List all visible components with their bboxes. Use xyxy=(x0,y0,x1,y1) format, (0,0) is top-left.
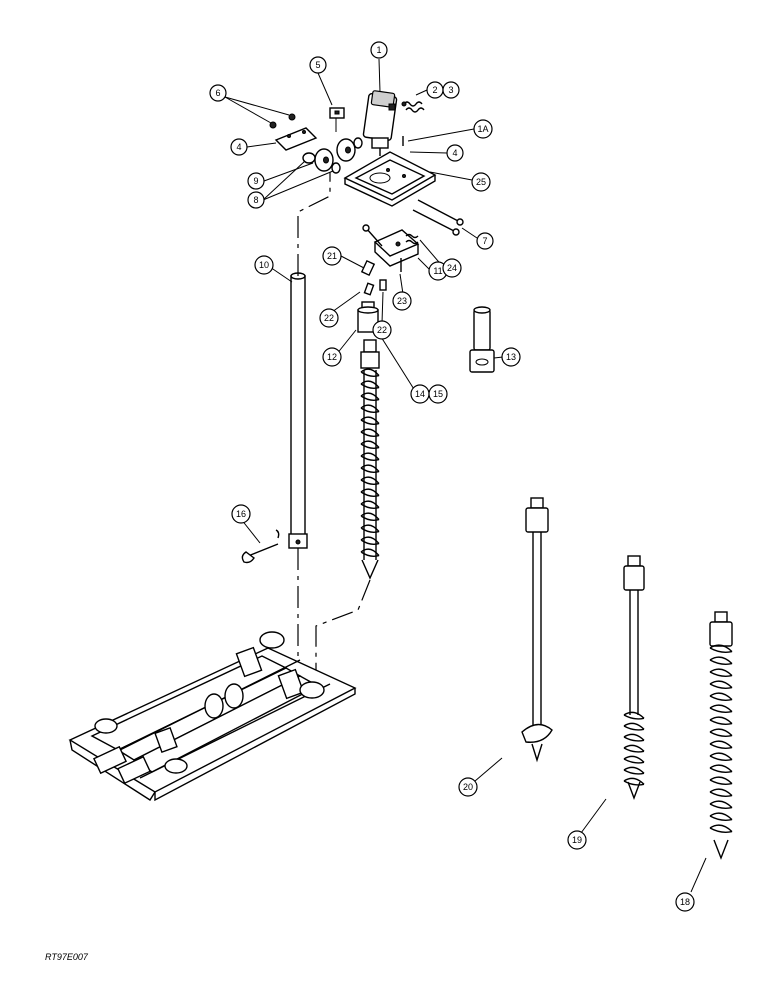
callout-8: 8 xyxy=(247,191,265,209)
callout-label: 4 xyxy=(236,142,241,152)
callout-22-right: 22 xyxy=(372,320,392,340)
auger-18 xyxy=(709,611,733,860)
callout-label: 13 xyxy=(506,352,516,362)
idler-assembly xyxy=(269,107,363,174)
callout-label: 10 xyxy=(259,260,269,270)
callout-15: 15 xyxy=(428,384,448,404)
callout-label: 5 xyxy=(315,60,320,70)
callout-label: 2 xyxy=(432,85,437,95)
callout-label: 23 xyxy=(397,296,407,306)
callout-label: 19 xyxy=(572,835,582,845)
leader-lines xyxy=(224,58,707,893)
callout-label: 22 xyxy=(324,313,334,323)
callout-label: 20 xyxy=(463,782,473,792)
callout-label: 4 xyxy=(452,148,457,158)
callout-label: 1A xyxy=(477,124,488,134)
callout-label: 15 xyxy=(433,389,443,399)
callout-12: 12 xyxy=(322,347,342,367)
callout-label: 11 xyxy=(433,266,442,276)
auger-19 xyxy=(623,555,645,800)
callout-19: 19 xyxy=(567,830,587,850)
callout-label: 3 xyxy=(448,85,453,95)
hydraulic-motor xyxy=(362,90,398,156)
coupling xyxy=(357,301,379,333)
callout-23: 23 xyxy=(392,291,412,311)
callout-1: 1 xyxy=(370,41,388,59)
callout-label: 24 xyxy=(447,263,457,273)
callout-label: 21 xyxy=(327,251,337,261)
callout-16: 16 xyxy=(231,504,251,524)
callout-13: 13 xyxy=(501,347,521,367)
callout-label: 9 xyxy=(253,176,258,186)
figure-reference: RT97E007 xyxy=(45,952,89,962)
assembly-lines xyxy=(297,172,371,672)
fitting-parts xyxy=(401,101,425,113)
lock-pin xyxy=(241,529,280,564)
bolts xyxy=(412,199,464,236)
base-frame xyxy=(68,631,357,802)
callout-24: 24 xyxy=(442,258,462,278)
callout-label: 25 xyxy=(476,177,486,187)
callout-14: 14 xyxy=(410,384,430,404)
callout-label: 7 xyxy=(482,236,487,246)
callout-label: 22 xyxy=(377,325,387,335)
control-valve xyxy=(362,224,420,272)
callout-4-left: 4 xyxy=(230,138,248,156)
callout-7: 7 xyxy=(476,232,494,250)
mast-tube xyxy=(288,272,308,549)
callout-3: 3 xyxy=(442,81,460,99)
callout-label: 14 xyxy=(415,389,425,399)
mounting-plate xyxy=(343,151,437,207)
callout-1a: 1A xyxy=(473,119,493,139)
callout-9: 9 xyxy=(247,172,265,190)
callout-25: 25 xyxy=(471,172,491,192)
valve-fittings xyxy=(360,259,387,296)
callout-22-left: 22 xyxy=(319,308,339,328)
callout-label: 1 xyxy=(376,45,381,55)
callout-21: 21 xyxy=(322,246,342,266)
callout-label: 18 xyxy=(680,897,690,907)
callout-18: 18 xyxy=(675,892,695,912)
callout-2: 2 xyxy=(426,81,444,99)
callout-6: 6 xyxy=(209,84,227,102)
callout-label: 12 xyxy=(327,352,337,362)
auger-screw-14 xyxy=(360,339,380,580)
callout-4-right: 4 xyxy=(446,144,464,162)
auger-20 xyxy=(521,497,553,763)
callout-label: 8 xyxy=(253,195,258,205)
socket xyxy=(469,306,495,373)
callout-label: 6 xyxy=(215,88,220,98)
callout-20: 20 xyxy=(458,777,478,797)
callout-label: 16 xyxy=(236,509,246,519)
callout-5: 5 xyxy=(309,56,327,74)
callout-10: 10 xyxy=(254,255,274,275)
